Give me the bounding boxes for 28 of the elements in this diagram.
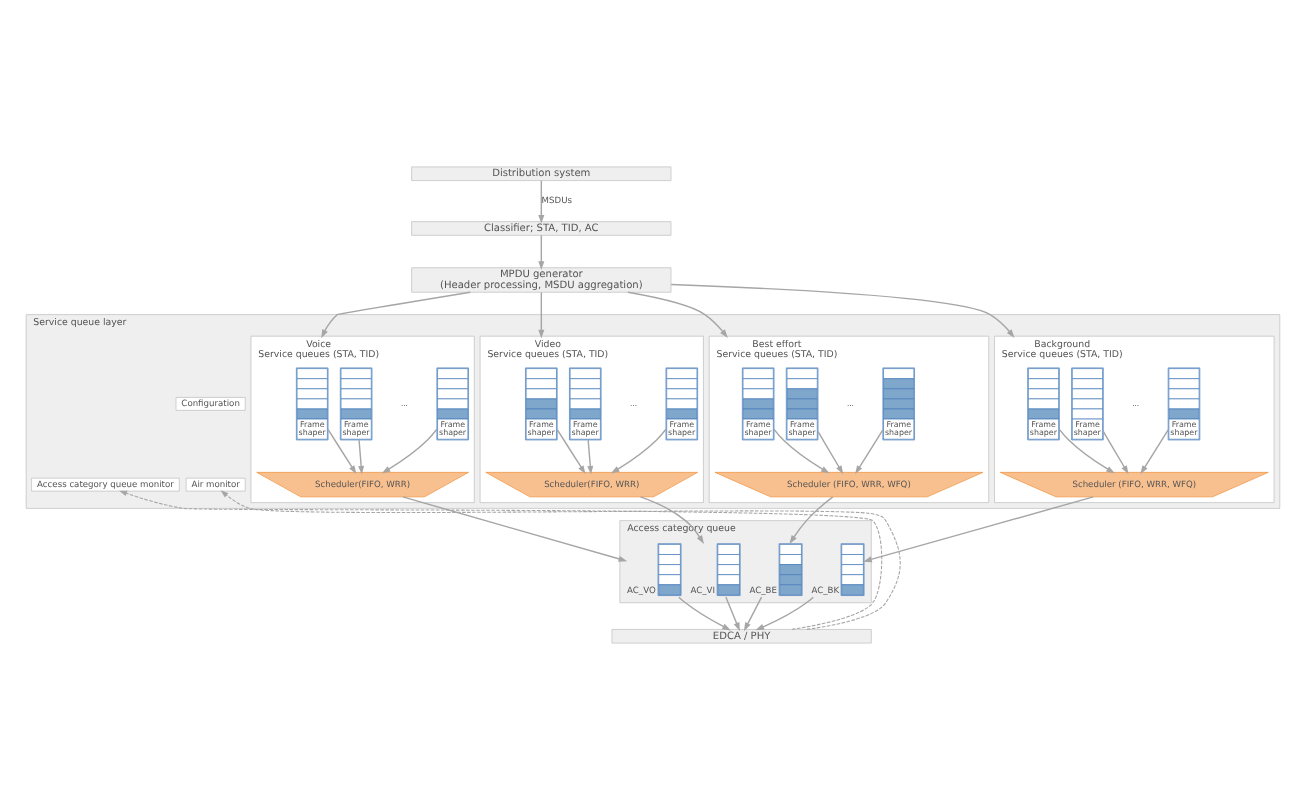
arrow [863,496,1095,563]
arrow [538,234,545,270]
arrow [610,428,667,474]
arrow [358,439,365,475]
arrow [789,496,834,544]
arrow [220,490,901,630]
arrow [678,596,731,631]
arrow [556,429,586,475]
arrow [670,283,1015,338]
arrow [817,430,844,475]
arrow [538,180,545,224]
arrow [1140,429,1169,475]
arrow [327,429,357,475]
arrow [755,596,814,631]
arrow [639,496,704,545]
arrow [725,596,740,632]
arrow [743,596,763,632]
arrow [381,428,438,474]
arrow [773,428,830,474]
arrow [855,429,884,475]
arrow [538,291,545,339]
arrow [1102,430,1129,475]
arrow [587,439,594,475]
arrow [402,496,628,562]
arrow [1058,428,1115,474]
arrow [321,291,472,339]
arrow [627,291,728,338]
arrow [119,490,883,630]
